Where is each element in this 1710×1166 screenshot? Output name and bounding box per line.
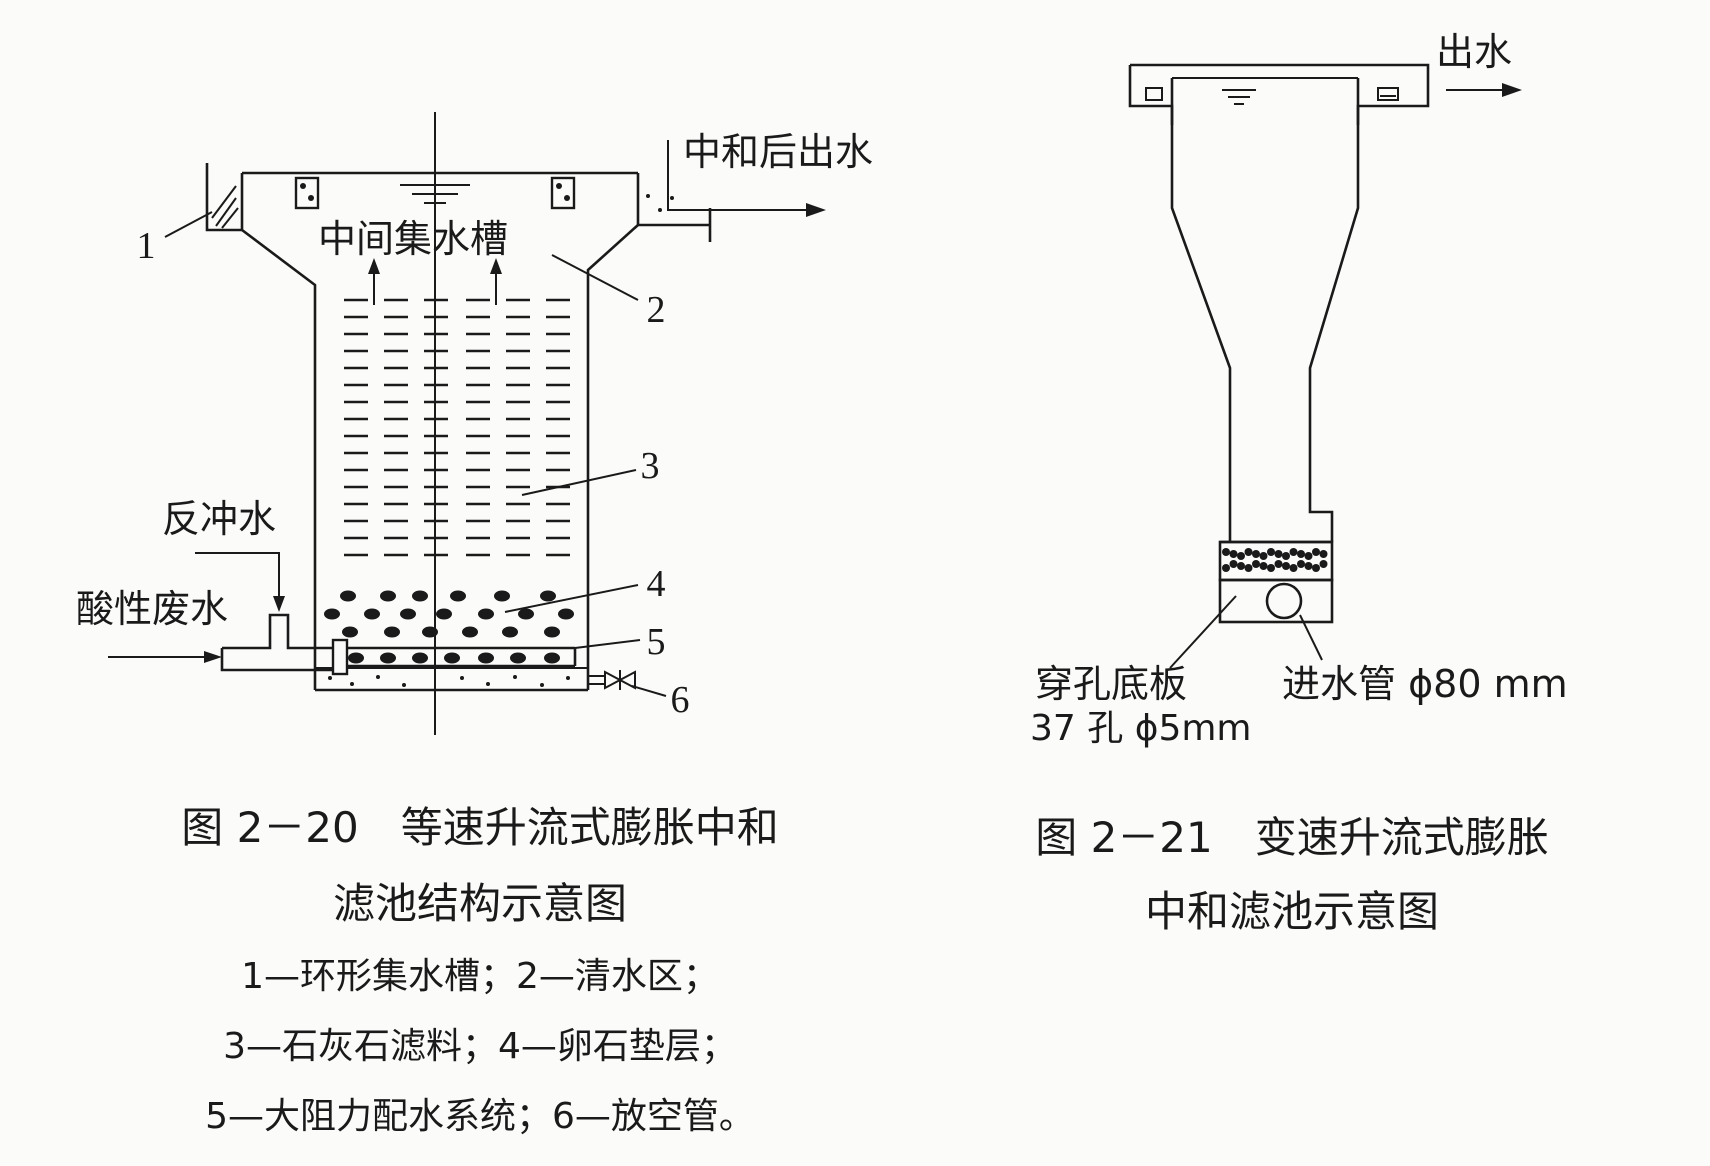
base-gravel	[328, 675, 570, 687]
pebble-support-layer	[324, 590, 574, 664]
callout-5: 5	[647, 621, 666, 663]
label-outlet-2: 出水	[1436, 30, 1512, 74]
callout-2: 2	[647, 289, 666, 331]
label-outlet: 中和后出水	[683, 130, 873, 174]
media-grain	[1282, 562, 1290, 570]
collector-box-right	[550, 176, 576, 210]
media-grain	[1319, 560, 1328, 568]
backwash-line	[195, 552, 280, 600]
pebble	[384, 626, 400, 638]
callout-6: 6	[671, 679, 690, 721]
drain-valve-icon	[588, 670, 636, 690]
pebble	[380, 652, 396, 664]
media-grain	[1244, 564, 1253, 572]
media-grain	[1304, 552, 1313, 560]
media-grain	[1274, 550, 1283, 558]
pebble	[444, 652, 460, 664]
pebble	[450, 590, 466, 602]
media-grain	[1312, 548, 1320, 556]
pebble	[544, 652, 560, 664]
pebble	[462, 626, 478, 638]
pebble	[558, 608, 574, 620]
media-grain	[1244, 548, 1253, 556]
media-grain	[1259, 562, 1268, 570]
collector-box-left	[294, 176, 320, 210]
media-grain	[1229, 550, 1238, 558]
caption-fig-2-20-line1: 图 2－20 等速升流式膨胀中和	[181, 803, 779, 852]
pebble	[348, 652, 364, 664]
media-grain	[1222, 548, 1230, 556]
media-grain	[1259, 552, 1268, 560]
filter-media	[1222, 548, 1328, 572]
limestone-media	[344, 298, 570, 557]
legend-line3: 5—大阻力配水系统；6—放空管。	[205, 1096, 755, 1137]
pebble	[478, 608, 494, 620]
media-grain	[1237, 552, 1245, 560]
backwash-arrow-icon	[273, 596, 285, 612]
pebble	[540, 590, 556, 602]
label-holes: 37 孔 ϕ5mm	[1030, 708, 1252, 749]
pebble	[412, 652, 428, 664]
label-backwash: 反冲水	[162, 497, 276, 541]
pebble	[412, 590, 428, 602]
pebble	[502, 626, 518, 638]
callout-1: 1	[137, 225, 156, 267]
outlet-line	[667, 140, 812, 211]
media-grain	[1267, 548, 1275, 556]
pebble	[422, 626, 438, 638]
media-grain	[1274, 560, 1283, 568]
outlet-arrow-icon	[806, 203, 826, 217]
inlet-pipe-icon	[1265, 582, 1303, 620]
media-grain	[1304, 562, 1313, 570]
caption-fig-2-21-line2: 中和滤池示意图	[1145, 887, 1439, 936]
fig-2-20: 1 2 3 4 5 6 中和后出水 中间集水槽 反冲水 酸性废水 图 2－20 …	[76, 112, 873, 1137]
media-grain	[1297, 550, 1305, 558]
water-level-icon	[400, 184, 470, 204]
media-grain	[1252, 550, 1260, 558]
pebble	[340, 590, 356, 602]
acid-waste-arrow-icon	[204, 651, 222, 663]
pebble	[342, 626, 358, 638]
media-grain	[1312, 564, 1320, 572]
label-mid-channel: 中间集水槽	[318, 217, 508, 261]
media-grain	[1297, 560, 1305, 568]
media-grain	[1282, 552, 1290, 560]
media-grain	[1252, 560, 1260, 568]
pebble	[510, 652, 526, 664]
media-grain	[1222, 564, 1230, 572]
label-perforated-plate: 穿孔底板	[1035, 662, 1187, 706]
legend-line1: 1—环形集水槽；2—清水区；	[241, 956, 719, 997]
label-acid-waste: 酸性废水	[76, 587, 228, 631]
pebble	[400, 608, 416, 620]
pebble	[518, 608, 534, 620]
media-grain	[1289, 564, 1298, 572]
media-grain	[1289, 548, 1298, 556]
upflow-arrow-icons	[368, 258, 502, 305]
pebble	[436, 608, 452, 620]
callout-4: 4	[647, 563, 666, 605]
pebble	[324, 608, 340, 620]
pebble	[544, 626, 560, 638]
outlet-arrow-icon-2	[1502, 83, 1522, 97]
pebble	[380, 590, 396, 602]
callout-3: 3	[641, 445, 660, 487]
caption-fig-2-20-line2: 滤池结构示意图	[333, 879, 627, 928]
media-grain	[1229, 560, 1238, 568]
media-grain	[1319, 550, 1328, 558]
pebble	[478, 652, 494, 664]
label-inlet-pipe: 进水管 ϕ80 mm	[1282, 662, 1568, 706]
media-grain	[1267, 564, 1275, 572]
tank-body	[205, 163, 712, 692]
fig-2-21: 出水 穿孔底板 37 孔 ϕ5mm 进水管 ϕ80 mm 图 2－21 变速升流…	[1030, 30, 1568, 936]
tapered-tank-body	[1128, 63, 1430, 624]
pebble	[494, 590, 510, 602]
inlet-pipe	[220, 613, 333, 672]
distribution-pipe	[331, 638, 577, 676]
caption-fig-2-21-line1: 图 2－21 变速升流式膨胀	[1035, 813, 1549, 862]
legend-line2: 3—石灰石滤料；4—卵石垫层；	[223, 1026, 737, 1067]
media-grain	[1237, 562, 1245, 570]
water-level-icon-2	[1222, 89, 1256, 105]
pebble	[364, 608, 380, 620]
